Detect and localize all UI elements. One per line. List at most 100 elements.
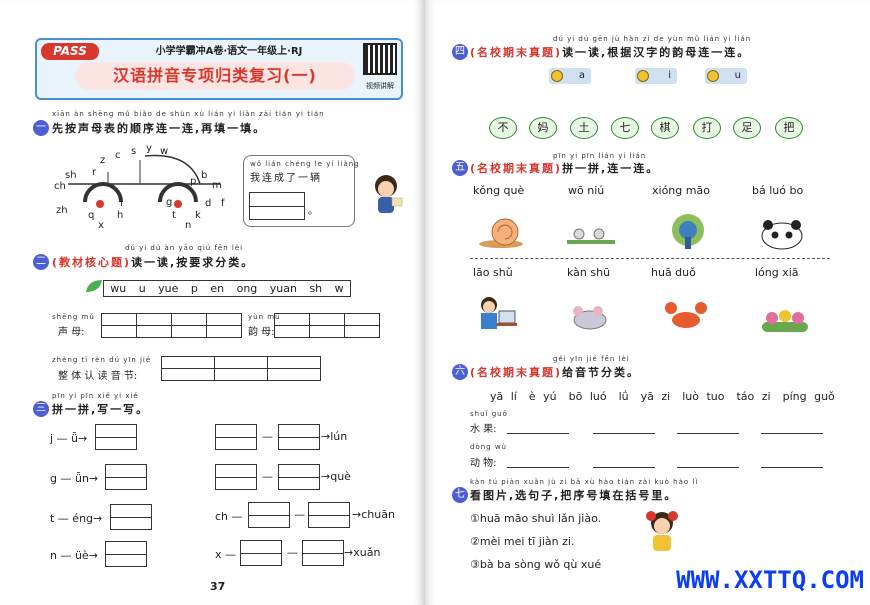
yunmu-pinyin: yùn mǔ bbox=[248, 313, 281, 321]
letter-r: r bbox=[92, 167, 97, 178]
q3-answer-box[interactable] bbox=[215, 424, 257, 450]
q3-answer-box[interactable] bbox=[105, 464, 147, 490]
q3-answer-box[interactable] bbox=[215, 464, 257, 490]
q2-tag: (教材核心题) bbox=[52, 256, 132, 269]
animal-pinyin: dòng wù bbox=[470, 443, 507, 451]
bubble-period: 。 bbox=[308, 206, 318, 217]
animal-blank[interactable] bbox=[761, 467, 823, 468]
q2-pinyin: dú yi dú àn yāo qiú fēn lèi bbox=[125, 244, 244, 252]
bee-icon bbox=[637, 70, 649, 82]
q7-pinyin: kàn tú piàn xuǎn jù zi bǎ xù hào tián zà… bbox=[470, 478, 699, 486]
fruit-blank[interactable] bbox=[593, 433, 655, 434]
q6-word: yā zi bbox=[640, 390, 671, 403]
q5-divider bbox=[470, 258, 830, 259]
box-midline bbox=[216, 477, 256, 478]
girl-shuttlecock-icon bbox=[646, 511, 678, 551]
panda-icon bbox=[761, 220, 803, 250]
fruit-label: 水 果: bbox=[470, 424, 497, 435]
q1-car-diagram bbox=[68, 154, 220, 208]
letter-w: w bbox=[160, 146, 169, 157]
box-midline bbox=[216, 437, 256, 438]
shengmu-pinyin: shēng mǔ bbox=[52, 313, 95, 321]
q4-instruction: 读一读,根据汉字的韵母连一连。 bbox=[562, 46, 751, 59]
q5-word: bá luó bo bbox=[752, 184, 804, 197]
q2-instruction-row: (教材核心题)读一读,按要求分类。 bbox=[52, 254, 254, 270]
q3-instruction: 拼一拼,写一写。 bbox=[52, 403, 150, 416]
q6-word: lǘ bbox=[618, 390, 629, 403]
snail-icon bbox=[479, 218, 523, 248]
char-flower: 妈 bbox=[529, 117, 557, 139]
fruit-blank[interactable] bbox=[507, 433, 569, 434]
q4-instruction-row: (名校期末真题)读一读,根据汉字的韵母连一连。 bbox=[470, 44, 750, 60]
q2-item: ong bbox=[236, 282, 258, 295]
q2-item: p bbox=[190, 282, 198, 295]
letter-zh: zh bbox=[56, 205, 68, 216]
q3-answer-box[interactable] bbox=[302, 540, 344, 566]
q3-answer-box[interactable] bbox=[105, 541, 147, 567]
animal-blank[interactable] bbox=[677, 467, 739, 468]
boy-reading-icon bbox=[481, 297, 517, 329]
girl-mascot-icon bbox=[375, 175, 403, 213]
q6-word: bō luó bbox=[568, 390, 607, 403]
q3-answer-box[interactable] bbox=[110, 504, 152, 530]
fruit-blank[interactable] bbox=[677, 433, 739, 434]
q1-pinyin: xiān àn shēng mǔ biǎo de shùn xù lián yi… bbox=[52, 110, 325, 118]
shengmu-grid[interactable] bbox=[101, 313, 242, 338]
letter-zh-top: sh bbox=[65, 170, 77, 181]
char-flower: 打 bbox=[693, 117, 721, 139]
q6-instruction-row: (名校期末真题)给音节分类。 bbox=[470, 364, 640, 380]
yunmu-grid[interactable] bbox=[274, 313, 380, 338]
letter-b: b bbox=[201, 170, 208, 181]
q2-item: yue bbox=[158, 282, 179, 295]
bee-icon bbox=[551, 70, 563, 82]
char-flower: 七 bbox=[611, 117, 639, 139]
letter-l: l bbox=[120, 198, 123, 209]
q3-right-3: →xuǎn bbox=[344, 546, 381, 559]
box-midline bbox=[279, 477, 319, 478]
q7-number: 七 bbox=[452, 487, 468, 503]
mouse-icon bbox=[573, 306, 607, 330]
letter-y: y bbox=[146, 143, 152, 154]
q2-number: 二 bbox=[33, 254, 49, 270]
flowers-icon bbox=[762, 310, 808, 332]
q3-answer-box[interactable] bbox=[248, 502, 290, 528]
q3-answer-box[interactable] bbox=[95, 424, 137, 450]
box-midline bbox=[279, 437, 319, 438]
lobster-icon bbox=[665, 302, 707, 328]
q3-answer-box[interactable] bbox=[308, 502, 350, 528]
q3-answer-box[interactable] bbox=[240, 540, 282, 566]
q7-sentence: ①huā māo shuì lǎn jiào. bbox=[470, 512, 602, 525]
box-midline bbox=[106, 554, 146, 555]
q6-tag: (名校期末真题) bbox=[470, 366, 563, 379]
q3-answer-box[interactable] bbox=[278, 464, 320, 490]
q6-number: 六 bbox=[452, 364, 468, 380]
q2-item: wu bbox=[110, 282, 127, 295]
animal-blank[interactable] bbox=[593, 467, 655, 468]
peacock-icon bbox=[672, 214, 704, 249]
qr-code[interactable] bbox=[363, 43, 397, 75]
letter-f: f bbox=[221, 198, 225, 209]
q3-left-0: j — ǖ→ bbox=[50, 432, 88, 445]
zhengti-label: 整 体 认 读 音 节: bbox=[58, 371, 138, 382]
q3-left-3: n — üè→ bbox=[50, 549, 98, 562]
q6-word: è yú bbox=[528, 390, 557, 403]
speech-bubble: wǒ lián chéng le yí liàng 我连成了一辆 。 bbox=[243, 155, 359, 227]
q3-answer-box[interactable] bbox=[278, 424, 320, 450]
animal-blank[interactable] bbox=[507, 467, 569, 468]
q3-dash: — bbox=[262, 430, 273, 443]
q2-item: yuan bbox=[269, 282, 297, 295]
q2-item-strip: wu u yue p en ong yuan sh w bbox=[103, 280, 351, 297]
site-watermark: WWW.XXTTQ.COM bbox=[676, 566, 864, 594]
letter-g: g bbox=[166, 197, 173, 208]
letter-h: h bbox=[117, 210, 124, 221]
letter-t: t bbox=[172, 210, 176, 221]
fruit-blank[interactable] bbox=[761, 433, 823, 434]
zhengti-grid[interactable] bbox=[161, 356, 321, 381]
char-flower: 足 bbox=[733, 117, 761, 139]
letter-d: d bbox=[205, 198, 212, 209]
box-midline bbox=[303, 553, 343, 554]
q5-number: 五 bbox=[452, 160, 468, 176]
q2-item: sh bbox=[309, 282, 323, 295]
ants-plant-icon bbox=[567, 228, 615, 244]
q6-instruction: 给音节分类。 bbox=[562, 366, 641, 379]
